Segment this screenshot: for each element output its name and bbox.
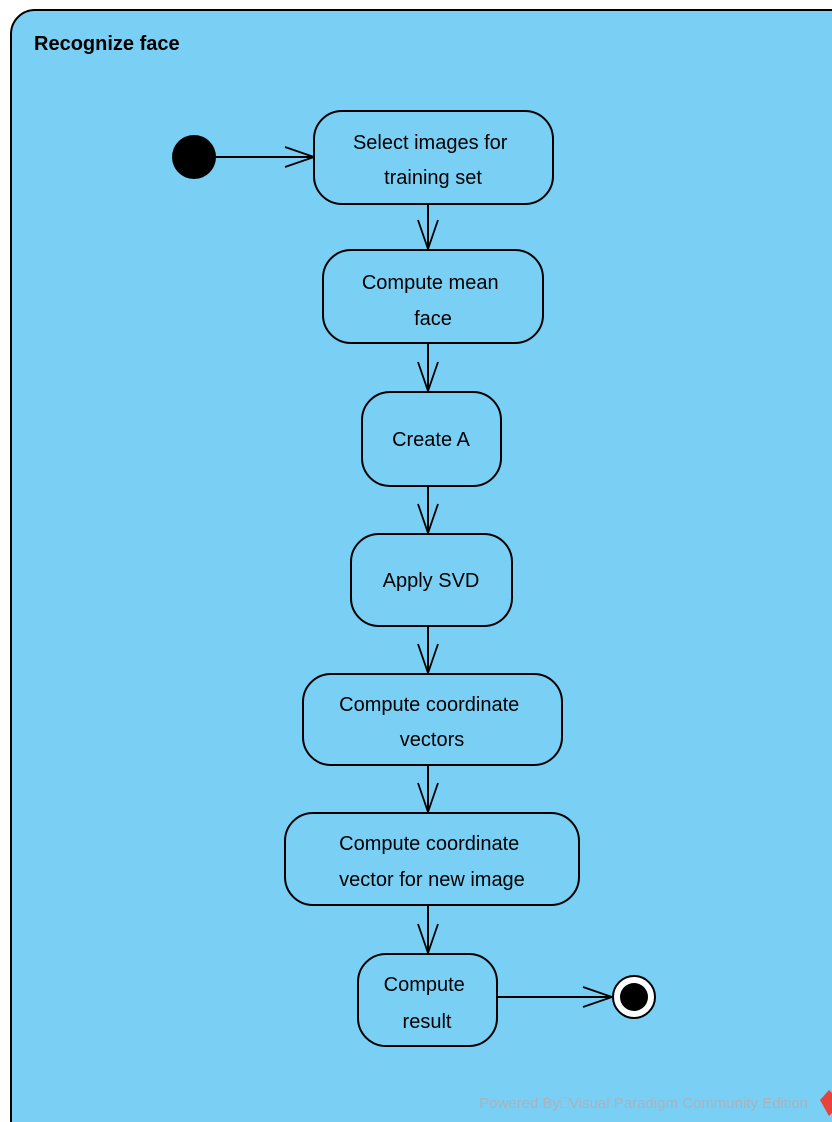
svg-text:Select images for traini: Select images for training set [353,132,513,189]
action-label-line: vectors [400,729,464,751]
watermark-text: Powered By⎕Visual Paradigm Community Edi… [479,1095,808,1112]
action-label-line: result [403,1011,452,1033]
action-compute-result[interactable]: Compute result [357,953,498,1047]
svg-text:Create A: Create A [392,429,470,451]
action-label-line: Apply SVD [383,570,480,592]
action-label-line: training set [384,167,482,189]
final-node[interactable] [612,975,656,1019]
action-label-line: Compute [384,974,465,996]
action-compute-mean-face[interactable]: Compute mean face [322,249,544,344]
action-label-line: Create A [392,429,470,451]
action-compute-coordinate-vector-new-image[interactable]: Compute coordinate vector for new image [284,812,580,906]
action-select-images[interactable]: Select images for training set [313,110,554,205]
action-apply-svd[interactable]: Apply SVD [350,533,513,627]
svg-text:Compute result: Compute result [384,974,471,1033]
action-compute-coordinate-vectors[interactable]: Compute coordinate vectors [302,673,563,766]
action-label-line: Compute coordinate [339,694,519,716]
svg-text:Apply SVD: Apply SVD [383,570,480,592]
svg-text:Compute coordinate vecto: Compute coordinate vector for new image [339,833,525,891]
visual-paradigm-logo-icon [820,1090,832,1116]
action-label-line: Compute coordinate [339,833,519,855]
svg-text:Compute mean face: Compute mean face [362,272,504,330]
svg-text:Compute coordinate vecto: Compute coordinate vectors [339,694,525,751]
action-label-line: Select images for [353,132,508,154]
action-create-a[interactable]: Create A [361,391,502,487]
activity-title: Recognize face [34,33,180,55]
control-flows [216,146,615,1008]
action-label-line: Compute mean [362,272,499,294]
action-label-line: vector for new image [339,869,525,891]
initial-node[interactable] [172,135,216,179]
action-label-line: face [414,308,452,330]
